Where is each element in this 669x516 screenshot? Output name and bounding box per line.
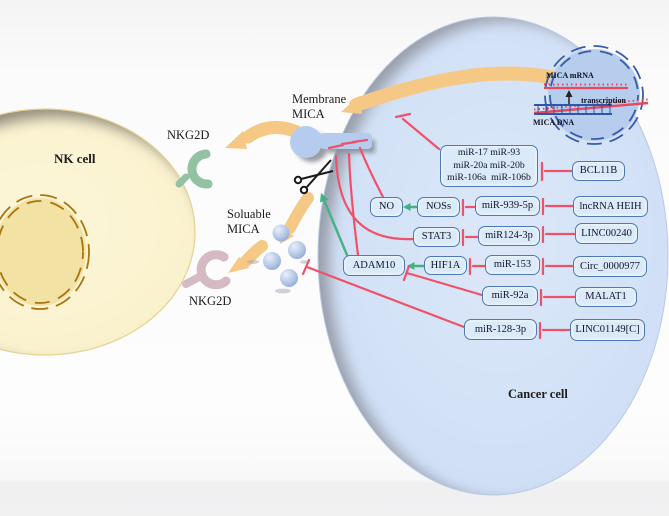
mica-mrna-strand bbox=[544, 83, 628, 90]
membrane-mica-label-line2: MICA bbox=[292, 107, 325, 121]
node-noss: NOSs bbox=[417, 197, 460, 217]
node-bcl11b: BCL11B bbox=[572, 161, 625, 181]
node-mir-939-5p: miR-939-5p bbox=[475, 196, 540, 216]
nk-nucleus bbox=[0, 194, 90, 310]
node-stat3: STAT3 bbox=[413, 227, 460, 247]
node-mir-cluster-line2: miR-20a miR-20b bbox=[453, 159, 525, 171]
mica-mrna-label: MICA mRNA bbox=[546, 71, 594, 80]
membrane-mica-protein bbox=[290, 126, 375, 162]
node-mir-153: miR-153 bbox=[485, 255, 540, 275]
node-mir124-3p: miR124-3p bbox=[478, 226, 540, 246]
node-mir-92a: miR-92a bbox=[482, 286, 538, 306]
node-hif1a: HIF1A bbox=[424, 256, 467, 275]
activation-arrows bbox=[320, 193, 426, 270]
node-adam10: ADAM10 bbox=[343, 255, 405, 276]
transcription-label: transcription bbox=[581, 96, 626, 105]
node-mir-cluster-line1: miR-17 miR-93 bbox=[457, 147, 521, 159]
node-circ-0000977: Circ_0000977 bbox=[573, 256, 647, 277]
nkg2d-receptor-top bbox=[175, 149, 213, 189]
inhibition-lines bbox=[301, 112, 577, 340]
node-mir-cluster-line3: miR-106a miR-106b bbox=[447, 172, 531, 184]
node-linc00240: LINC00240 bbox=[575, 223, 638, 244]
node-linc01149c: LINC01149[C] bbox=[570, 319, 645, 341]
node-no: NO bbox=[370, 197, 403, 217]
soluble-mica-label-line2: MICA bbox=[227, 222, 260, 236]
soluble-mica-spheres bbox=[247, 224, 310, 294]
scissors-icon bbox=[293, 159, 334, 195]
nk-cell-label: NK cell bbox=[54, 151, 96, 166]
nkg2d-top-label: NKG2D bbox=[167, 128, 210, 142]
mica-dna-strand bbox=[533, 98, 649, 115]
mica-dna-label: MICA DNA bbox=[533, 118, 575, 127]
node-malat1: MALAT1 bbox=[575, 287, 637, 307]
soluble-mica-label-line1: Soluable bbox=[227, 207, 271, 221]
node-lncrna-heih: lncRNA HEIH bbox=[573, 196, 648, 217]
node-mir-128-3p: miR-128-3p bbox=[464, 319, 537, 340]
cancer-cell-label: Cancer cell bbox=[508, 387, 568, 401]
nkg2d-receptor-bottom bbox=[182, 250, 231, 290]
nkg2d-bottom-label: NKG2D bbox=[189, 294, 232, 308]
membrane-mica-label-line1: Membrane bbox=[292, 92, 347, 106]
cancer-nucleus bbox=[533, 45, 649, 145]
